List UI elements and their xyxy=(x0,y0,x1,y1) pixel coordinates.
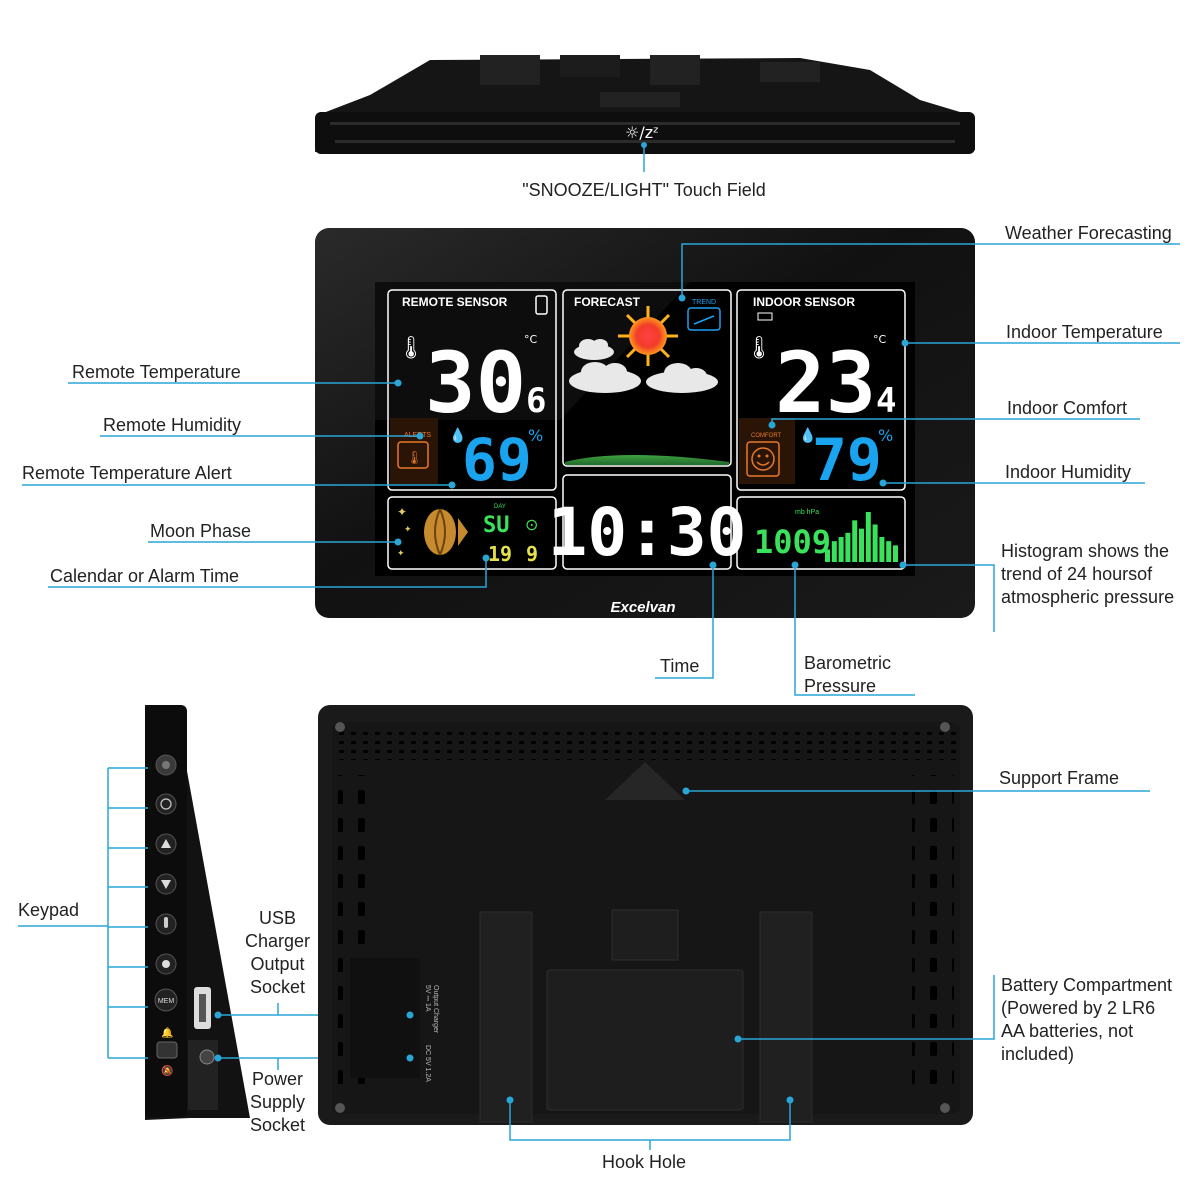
day-label: DAY xyxy=(494,504,506,510)
trend-icon xyxy=(687,307,721,331)
port-label-usb: 5V ⎓ 1A xyxy=(424,985,431,1012)
keypad-buttons: MEM 🔔 🔕 xyxy=(154,754,215,1077)
back-leader-dots xyxy=(214,787,794,1104)
mem-label: MEM xyxy=(158,998,175,1005)
label-indoor-temperature: Indoor Temperature xyxy=(1006,322,1163,342)
back-view-device xyxy=(318,705,973,1125)
histogram-bar xyxy=(886,541,892,562)
indoor-sensor-panel: INDOOR SENSOR 🌡 23 4 °C COMFORT 💧 79 % xyxy=(736,289,906,494)
front-leader-dots xyxy=(394,294,909,569)
indoor-droplet-icon: 💧 xyxy=(799,427,816,444)
back-leader-lines xyxy=(509,790,1150,1150)
histogram-bar xyxy=(872,524,878,562)
label-battery: Battery Compartment (Powered by 2 LR6 AA… xyxy=(1001,975,1173,1064)
label-remote-temperature-alert: Remote Temperature Alert xyxy=(22,463,232,483)
histogram-bar xyxy=(865,512,871,562)
label-power: Power Supply Socket xyxy=(249,1069,306,1135)
front-view-device xyxy=(315,228,975,618)
label-hook-hole: Hook Hole xyxy=(602,1152,687,1172)
mem-button[interactable] xyxy=(154,988,178,1012)
clock-panel: 10:30 xyxy=(548,474,747,571)
indoor-thermometer-icon: 🌡 xyxy=(745,335,773,360)
pressure-unit: mb hPa xyxy=(795,509,819,516)
indoor-panel-title: INDOOR SENSOR xyxy=(753,295,855,309)
histogram-bar xyxy=(825,549,830,562)
bell-off-icon: 🔕 xyxy=(161,1064,173,1077)
radio-signal-icon: ⊙ xyxy=(525,517,538,534)
top-view-device xyxy=(315,55,975,154)
label-indoor-humidity: Indoor Humidity xyxy=(1005,462,1132,482)
remote-droplet-icon: 💧 xyxy=(449,427,466,444)
port-label-dc: DC 5V 1.2A xyxy=(424,1045,431,1082)
power-port[interactable] xyxy=(199,1049,215,1065)
front-leader-lines xyxy=(22,243,1180,696)
cloud-icon xyxy=(569,339,718,393)
comfort-label: COMFORT xyxy=(751,433,782,439)
smiley-icon xyxy=(751,447,775,471)
label-moon-phase: Moon Phase xyxy=(150,521,252,541)
remote-humidity-unit: % xyxy=(528,426,543,445)
remote-sensor-panel: REMOTE SENSOR 🌡 30 6 °C ALERTS 🌡 💧 69 % xyxy=(387,289,557,494)
svg-text:✦: ✦ xyxy=(397,505,407,519)
label-barometric: Barometric Pressure xyxy=(804,653,892,696)
histogram-bar xyxy=(893,545,898,562)
histogram-bar xyxy=(852,520,858,562)
label-indoor-comfort: Indoor Comfort xyxy=(1007,398,1128,418)
pressure-panel: mb hPa 1009 xyxy=(736,496,906,570)
histogram-bar xyxy=(879,537,885,562)
indoor-temperature-value: 23 xyxy=(775,334,876,432)
label-support-frame: Support Frame xyxy=(999,768,1120,788)
svg-text:🌡: 🌡 xyxy=(406,450,423,466)
remote-temperature-value: 30 xyxy=(425,334,526,432)
sun-icon xyxy=(618,306,678,366)
battery-icon xyxy=(757,312,773,321)
label-time: Time xyxy=(660,656,700,676)
date-value-2: 9 xyxy=(526,542,538,566)
remote-temp-unit: °C xyxy=(524,333,538,346)
histogram-bar xyxy=(859,528,864,562)
indoor-humidity-unit: % xyxy=(878,426,893,445)
label-remote-humidity: Remote Humidity xyxy=(103,415,242,435)
label-histogram: Histogram shows the trend of 24 hoursof … xyxy=(1001,541,1175,607)
slider-switch[interactable] xyxy=(156,1041,178,1059)
pressure-histogram xyxy=(825,512,898,562)
label-remote-temperature: Remote Temperature xyxy=(72,362,241,382)
brand-logo: Excelvan xyxy=(610,599,675,616)
date-value-1: 19 xyxy=(488,542,512,566)
remote-temperature-decimal: 6 xyxy=(526,381,546,421)
forecast-panel-title: FORECAST xyxy=(574,295,641,309)
port-label-output: Output Charger xyxy=(432,985,439,1034)
moon-calendar-panel: ✦ ✦ ✦ DAY SU ⊙ 19 9 xyxy=(387,496,557,570)
svg-text:✦: ✦ xyxy=(404,524,412,534)
forecast-panel: FORECAST TREND xyxy=(562,289,732,467)
touch-field-label: "SNOOZE/LIGHT" Touch Field xyxy=(522,180,766,200)
label-weather-forecasting: Weather Forecasting xyxy=(1005,223,1172,243)
touch-field-icon[interactable]: ☼/zᶻ xyxy=(625,123,659,142)
histogram-bar xyxy=(845,532,851,562)
indoor-temperature-decimal: 4 xyxy=(876,381,896,421)
label-usb: USB Charger Output Socket xyxy=(244,908,311,997)
pressure-value: 1009 xyxy=(754,523,831,561)
indoor-temp-unit: °C xyxy=(873,333,887,346)
trend-label: TREND xyxy=(692,299,716,306)
remote-humidity-value: 69 xyxy=(462,426,532,494)
clock-time: 10:30 xyxy=(548,494,747,571)
moon-phase-icon xyxy=(424,508,456,556)
histogram-bar xyxy=(838,537,844,562)
remote-panel-title: REMOTE SENSOR xyxy=(402,295,508,309)
remote-thermometer-icon: 🌡 xyxy=(397,335,425,360)
alert-icon xyxy=(397,441,429,469)
alarm-icon[interactable] xyxy=(155,793,177,815)
weekday-value: SU xyxy=(483,513,510,538)
indoor-humidity-value: 79 xyxy=(812,426,882,494)
label-calendar-alarm: Calendar or Alarm Time xyxy=(50,566,240,586)
label-keypad: Keypad xyxy=(18,900,80,920)
bell-icon: 🔔 xyxy=(161,1027,173,1039)
histogram-bar xyxy=(831,541,837,562)
svg-text:✦: ✦ xyxy=(397,548,405,558)
